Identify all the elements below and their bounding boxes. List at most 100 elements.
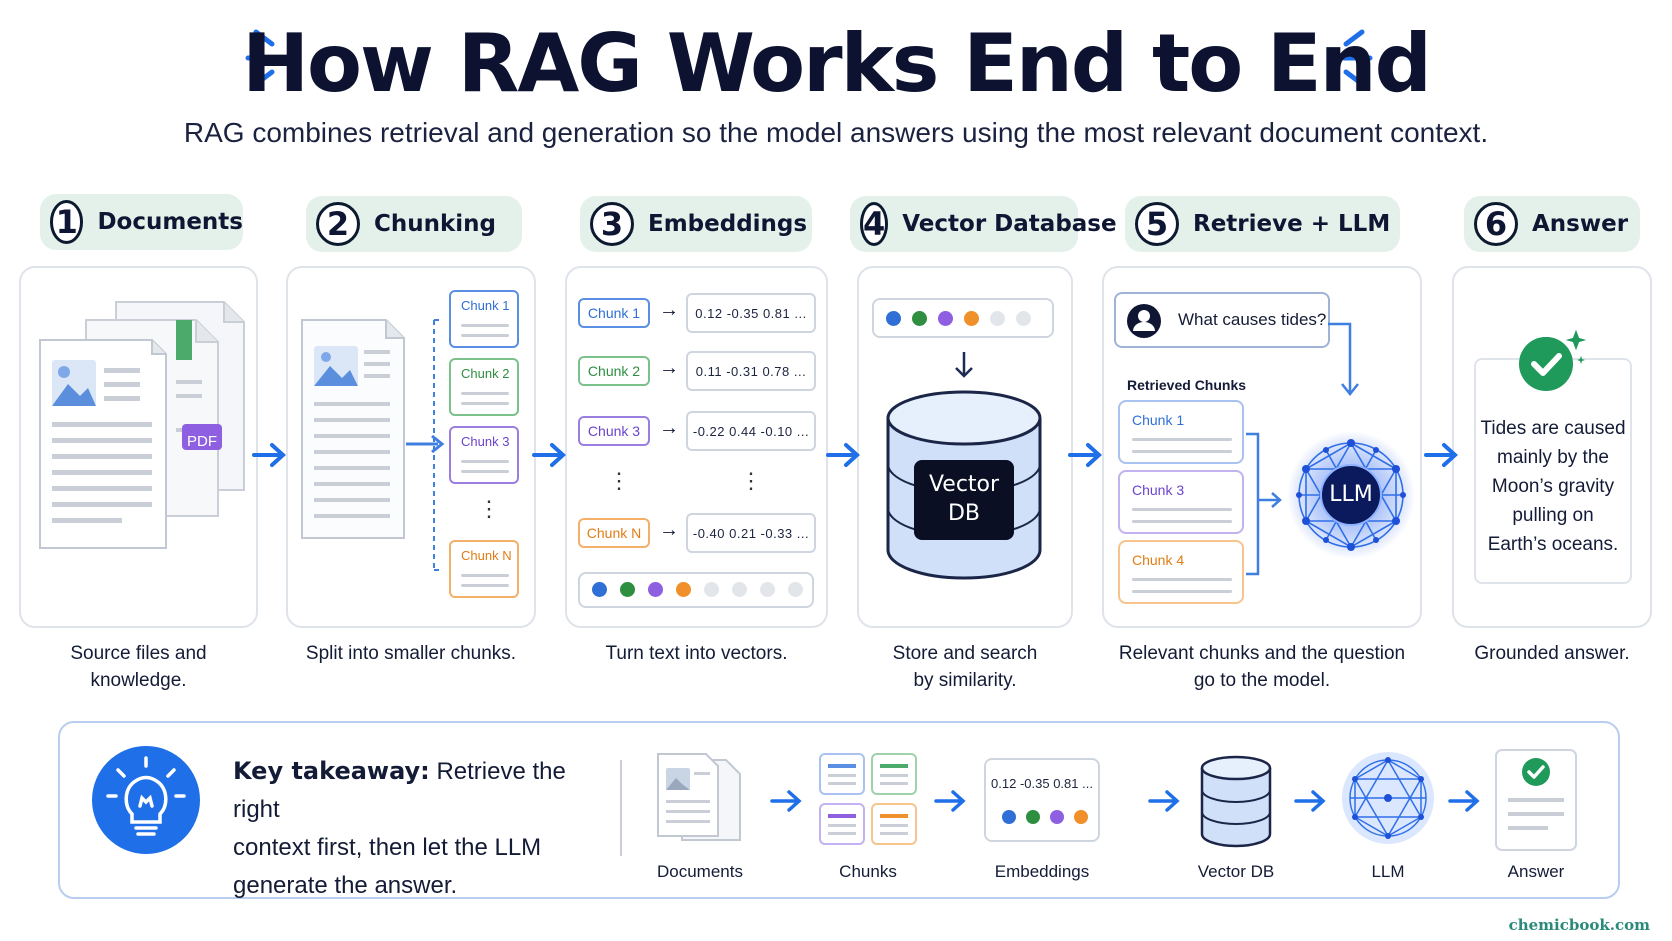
takeaway-divider: [620, 760, 622, 856]
mini-label-answer: Answer: [1507, 862, 1565, 881]
retrieved-chunk-1: Chunk 1: [1118, 400, 1244, 464]
answer-line: mainly by the: [1497, 447, 1609, 468]
retrieved-chunk-3: Chunk 3: [1118, 470, 1244, 534]
page-subtitle: RAG combines retrieval and generation so…: [183, 117, 1489, 148]
embedding-chunk-2: Chunk 2: [578, 356, 650, 386]
answer-line: pulling on: [1512, 505, 1594, 526]
question-to-llm-arrow: [1328, 322, 1359, 397]
title-accent-left: [245, 29, 277, 87]
embedding-dots-bar: [578, 572, 814, 608]
mini-flow-arrow-icon: [770, 790, 802, 812]
retrieved-chunk-4: Chunk 4: [1118, 540, 1244, 604]
row-arrow-icon: →: [659, 519, 679, 541]
chunk-label: Chunk 1: [1132, 412, 1185, 428]
takeaway-line: generate the answer.: [233, 872, 458, 899]
answer-text: Tides are caused mainly by the Moon’s gr…: [1478, 414, 1628, 559]
mini-label-llm: LLM: [1371, 862, 1405, 881]
step-label: Embeddings: [648, 211, 808, 237]
mini-llm-network-icon: [1342, 752, 1434, 844]
embedding-ellipsis: ⋮: [608, 468, 630, 493]
step-1-caption: Source files and knowledge.: [19, 640, 258, 694]
chunk-2-card: Chunk 2: [449, 358, 519, 416]
caption-line: Split into smaller chunks.: [305, 643, 517, 664]
step-label: Documents: [97, 209, 243, 235]
chunk-split-bracket: [406, 319, 445, 571]
mini-label-vector-db: Vector DB: [1197, 862, 1275, 881]
row-arrow-icon: →: [659, 417, 679, 439]
embedding-chunk-1: Chunk 1: [578, 298, 650, 328]
vector-row-3: -0.22 0.44 -0.10 ...: [686, 411, 816, 451]
flow-arrow-icon: [252, 443, 286, 467]
step-label: Answer: [1532, 211, 1629, 237]
source-document-icon: [301, 319, 405, 539]
vector-row-2: 0.11 -0.31 0.78 ...: [686, 351, 816, 391]
step-4-header: 4 Vector Database: [850, 196, 1117, 252]
chunk-label: Chunk 2: [461, 366, 510, 381]
takeaway-text: Key takeaway: Retrieve the right context…: [233, 752, 603, 905]
mini-flow-arrow-icon: [1148, 790, 1180, 812]
step-6-header: 6 Answer: [1464, 196, 1640, 252]
lightbulb-icon: [92, 746, 200, 854]
caption-line: Turn text into vectors.: [605, 643, 788, 664]
step-number: 4: [860, 202, 889, 246]
row-arrow-icon: →: [659, 299, 679, 321]
vector-ellipsis: ⋮: [740, 468, 762, 493]
llm-network-icon: [1287, 431, 1415, 559]
database-cylinder-icon: [886, 390, 1042, 580]
flow-arrow-icon: [1068, 443, 1102, 467]
step-number: 2: [316, 202, 360, 246]
caption-line: Store and search: [892, 643, 1038, 664]
mini-flow-arrow-icon: [1448, 790, 1480, 812]
mini-label-chunks: Chunks: [839, 862, 897, 881]
answer-line: Tides are caused: [1480, 418, 1626, 439]
step-number: 1: [50, 200, 84, 244]
answer-line: Moon’s gravity: [1491, 476, 1615, 497]
caption-line: knowledge.: [90, 670, 187, 691]
answer-card: [1474, 358, 1632, 584]
step-5-header: 5 Retrieve + LLM: [1125, 196, 1400, 252]
chunk-label: Chunk 3: [461, 434, 510, 449]
footer-site-link[interactable]: chemicbook.com: [1508, 916, 1650, 934]
takeaway-bold: Key takeaway:: [233, 757, 430, 785]
question-bubble: What causes tides?: [1114, 292, 1330, 348]
llm-label: LLM: [1329, 482, 1373, 507]
step-5-caption: Relevant chunks and the question go to t…: [1102, 640, 1422, 694]
mini-label-documents: Documents: [657, 862, 743, 881]
flow-arrow-icon: [826, 443, 860, 467]
mini-chunks-icon: [819, 753, 917, 845]
caption-line: Relevant chunks and the question: [1118, 643, 1406, 664]
vector-db-label: Vector DB: [914, 470, 1014, 528]
down-arrow-icon: [955, 352, 973, 378]
chunks-to-llm-bracket: [1246, 432, 1282, 576]
embedding-chunk-n: Chunk N: [578, 518, 650, 548]
chunk-label: Chunk 1: [461, 298, 510, 313]
mini-database-icon: [1200, 755, 1272, 848]
step-number: 6: [1474, 202, 1518, 246]
chunk-n-card: Chunk N: [449, 540, 519, 598]
embedding-chunk-3: Chunk 3: [578, 416, 650, 446]
step-label: Retrieve + LLM: [1193, 211, 1391, 237]
step-2-caption: Split into smaller chunks.: [286, 640, 536, 667]
flow-arrow-icon: [1424, 443, 1458, 467]
question-text: What causes tides?: [1178, 310, 1327, 329]
documents-stack-icon: [39, 301, 245, 549]
mini-embedding-vector: 0.12 -0.35 0.81 ...: [991, 776, 1093, 791]
takeaway-line: context first, then let the LLM: [233, 834, 542, 861]
caption-line: Source files and: [70, 643, 207, 664]
page-title: How RAG Works End to End: [242, 17, 1432, 110]
chunk-ellipsis: ⋮: [478, 496, 500, 521]
chunk-label: Chunk 3: [1132, 482, 1185, 498]
step-3-header: 3 Embeddings: [580, 196, 812, 252]
step-6-caption: Grounded answer.: [1452, 640, 1652, 667]
step-2-header: 2 Chunking: [306, 196, 522, 252]
mini-flow-arrow-icon: [934, 790, 966, 812]
pdf-badge: PDF: [187, 432, 217, 450]
checkmark-sparkle-icon: [1519, 330, 1586, 391]
user-avatar-icon: [1127, 304, 1161, 338]
flow-arrow-icon: [532, 443, 566, 467]
answer-line: Earth’s oceans.: [1487, 534, 1619, 555]
mini-label-embeddings: Embeddings: [994, 862, 1090, 881]
mini-embeddings-card: 0.12 -0.35 0.81 ...: [984, 758, 1100, 842]
chunk-label: Chunk N: [461, 548, 512, 563]
step-number: 3: [590, 202, 634, 246]
